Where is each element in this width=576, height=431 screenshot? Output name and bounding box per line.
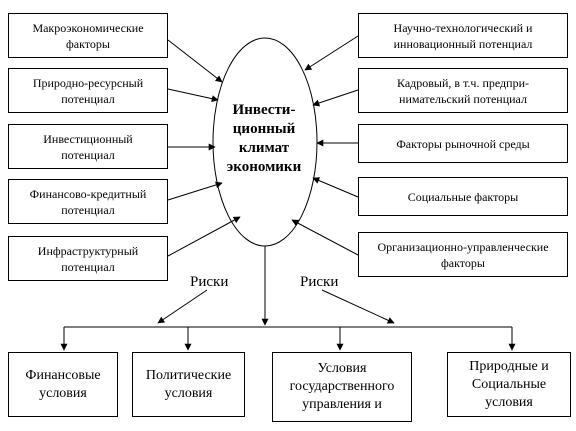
risk-label-left: Риски xyxy=(190,274,229,290)
risk-label-right: Риски xyxy=(300,274,339,290)
arrow-left-2 xyxy=(167,88,219,103)
factor-organizational: Организационно-управленческие факторы xyxy=(358,232,568,277)
factor-investment: Инвестиционный потенциал xyxy=(8,124,168,169)
factor-scientific-innovation: Научно-технологический и инновационный п… xyxy=(358,13,568,58)
factor-natural-resource: Природно-ресурсный потенциал xyxy=(8,68,168,113)
factor-infrastructure: Инфраструктурный потенциал xyxy=(8,236,168,281)
factor-social: Социальные факторы xyxy=(358,177,568,216)
arrow-risk-right xyxy=(321,289,395,324)
outcome-financial: Финансовые условия xyxy=(8,352,118,417)
arrow-left-5 xyxy=(167,216,241,257)
arrow-left-1 xyxy=(167,39,223,83)
arrow-risk-left xyxy=(157,289,208,324)
arrow-left-4 xyxy=(167,181,223,201)
outcome-political: Политические условия xyxy=(132,352,245,417)
arrow-right-5 xyxy=(291,219,359,256)
factor-personnel: Кадровый, в т.ч. предпри- нимательский п… xyxy=(358,68,568,113)
center-title: Инвести- ционный климат экономики xyxy=(226,102,302,175)
factor-macroeconomic: Макроэкономические факторы xyxy=(8,13,168,58)
arrow-right-4 xyxy=(312,177,359,198)
factor-financial-credit: Финансово-кредитный потенциал xyxy=(8,179,168,224)
factor-market-environment: Факторы рыночной среды xyxy=(358,124,568,163)
arrow-right-1 xyxy=(304,35,359,71)
arrow-right-2 xyxy=(312,89,359,107)
outcome-natural-social: Природные и Социальные условия xyxy=(447,352,571,417)
outcome-state-governance: Условия государственного управления и xyxy=(272,352,412,422)
